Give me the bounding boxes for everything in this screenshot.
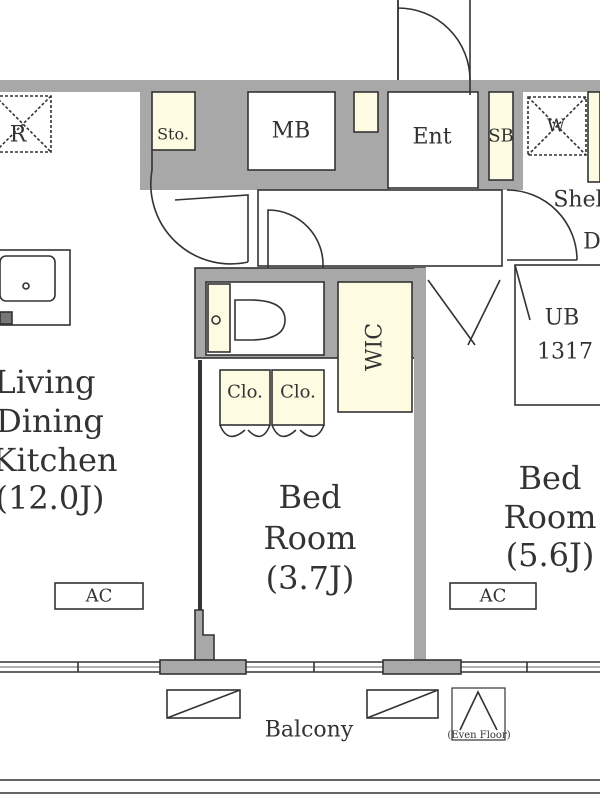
unit-bath <box>514 264 600 406</box>
d-label: D <box>583 229 600 255</box>
walk-in-closet <box>337 281 413 413</box>
even-floor-label: (Even Floor) <box>447 729 511 741</box>
unit-bath-label: UB <box>544 305 580 331</box>
meter-box-label: MB <box>271 118 311 144</box>
bed2-label-room: Room <box>503 498 597 537</box>
ac-label-bed2: AC <box>479 585 507 607</box>
storage-closet <box>151 91 196 151</box>
wic-label: WIC <box>362 322 388 372</box>
bed1-label-bed: Bed <box>278 478 342 517</box>
kitchen-sink <box>0 255 56 302</box>
shelf-label: Shel <box>553 187 600 213</box>
shoe-box <box>488 91 514 181</box>
bed1-size: (3.7J) <box>265 559 355 598</box>
ac-label-ldk: AC <box>85 585 113 607</box>
shoe-box-label: SB <box>488 125 514 147</box>
closet-2-label: Clo. <box>280 381 316 403</box>
meter-box <box>247 91 336 171</box>
fridge-space <box>0 95 52 153</box>
bed1-label-room: Room <box>263 519 357 558</box>
ac-unit-ldk <box>54 582 144 610</box>
washer-space <box>527 96 587 156</box>
ldk-label-dining: Dining <box>0 402 104 441</box>
fridge-label: R <box>9 122 27 148</box>
closet-1 <box>219 369 271 426</box>
outdoor-unit-1 <box>166 689 241 719</box>
entrance-label: Ent <box>412 124 452 150</box>
storage-label: Sto. <box>157 124 189 144</box>
entrance-shelf <box>353 91 379 133</box>
unit-bath-size: 1317 <box>537 339 593 365</box>
closet-1-label: Clo. <box>227 381 263 403</box>
ldk-label-kitchen: Kitchen <box>0 441 118 480</box>
entrance-area <box>387 91 479 189</box>
ldk-label-living: Living <box>0 363 96 402</box>
bed2-size: (5.6J) <box>505 536 595 575</box>
bed2-label-bed: Bed <box>518 459 582 498</box>
hallway <box>257 189 503 267</box>
washer-label: W <box>546 115 566 137</box>
wall-wic-right <box>414 268 426 663</box>
ldk-size: (12.0J) <box>0 479 105 518</box>
evacuation-ladder <box>451 687 506 741</box>
outdoor-unit-2 <box>366 689 439 719</box>
shelf-strip <box>587 91 600 183</box>
closet-2 <box>271 369 325 426</box>
balcony-label: Balcony <box>264 717 354 743</box>
ac-unit-bed2 <box>449 582 537 610</box>
